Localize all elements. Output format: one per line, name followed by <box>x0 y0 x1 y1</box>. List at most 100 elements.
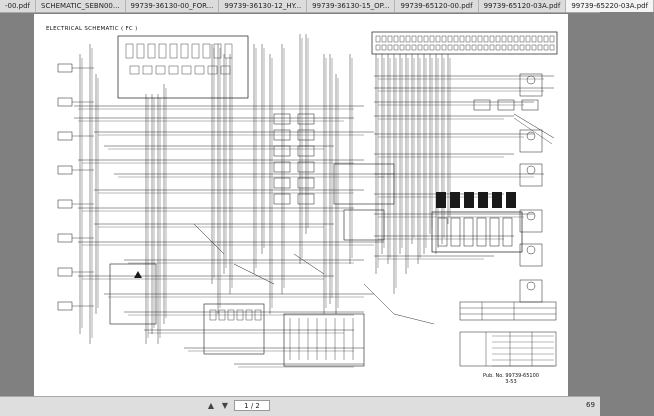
pin <box>405 44 411 51</box>
sensor <box>57 233 73 243</box>
page-ref: 3-53 <box>505 379 517 385</box>
fuse <box>169 43 178 59</box>
pdf-page: ELECTRICAL SCHEMATIC ( FC ) Pub. No. 997… <box>34 14 568 396</box>
pin <box>513 44 519 51</box>
spec-table-2 <box>459 331 557 367</box>
tab-pdf-2[interactable]: 99739-36130-00_FOR... <box>126 0 220 12</box>
harness-box <box>283 313 365 367</box>
relay <box>129 65 140 75</box>
pdf-toolbar: ▲ ▼ 1 / 2 69 <box>0 396 600 416</box>
knob <box>526 211 536 221</box>
relay-module <box>273 113 291 125</box>
relay <box>142 65 153 75</box>
warning-icon <box>134 271 142 278</box>
switch-panel <box>203 303 265 355</box>
pin <box>447 35 453 43</box>
controller-sub <box>343 209 385 241</box>
switch <box>236 309 244 321</box>
schematic-title: ELECTRICAL SCHEMATIC ( FC ) <box>46 26 138 32</box>
fuse <box>125 43 134 59</box>
solenoid <box>463 217 474 247</box>
pin <box>537 44 543 51</box>
fuse <box>224 43 233 59</box>
schematic-line-125 <box>513 117 553 145</box>
pin <box>405 35 411 43</box>
solenoid <box>437 217 448 247</box>
terminal-block <box>492 192 502 208</box>
knob <box>526 165 536 175</box>
pin <box>543 35 549 43</box>
page-indicator[interactable]: 1 / 2 <box>234 400 270 411</box>
knob <box>526 245 536 255</box>
relay-module <box>273 193 291 205</box>
spec-table <box>459 301 557 321</box>
pin <box>381 35 387 43</box>
tab-pdf-5[interactable]: 99739-65120-00.pdf <box>395 0 479 12</box>
pin <box>423 44 429 51</box>
pin <box>483 44 489 51</box>
pin <box>489 35 495 43</box>
tab-bar: -00.pdf SCHEMATIC_SEBN00... 99739-36130-… <box>0 0 654 13</box>
sensor <box>57 301 73 311</box>
pin <box>519 44 525 51</box>
pin <box>417 35 423 43</box>
knob <box>526 281 536 291</box>
pin <box>459 44 465 51</box>
tab-pdf-3[interactable]: 99739-36130-12_HY... <box>219 0 308 12</box>
tab-pdf-4[interactable]: 99739-36130-15_OP... <box>307 0 396 12</box>
solenoid <box>502 217 513 247</box>
knob <box>526 131 536 141</box>
pin <box>531 35 537 43</box>
tab-pdf-7[interactable]: 99739-65220-03A.pdf <box>566 0 654 12</box>
pin <box>387 44 393 51</box>
pub-no: Pub. No. 99739-65100 <box>483 373 539 379</box>
pin <box>477 44 483 51</box>
pin <box>489 44 495 51</box>
pin <box>525 44 531 51</box>
zoom-level[interactable]: 69 <box>586 401 595 409</box>
chevron-down-icon[interactable]: ▼ <box>221 401 229 410</box>
joystick <box>519 279 543 303</box>
schematic-line-159 <box>393 313 435 325</box>
switch <box>254 309 262 321</box>
fuse-box <box>117 35 249 99</box>
publication-number: Pub. No. 99739-65100 3-53 <box>483 373 539 385</box>
connector <box>473 99 491 111</box>
pin <box>435 44 441 51</box>
solenoid <box>476 217 487 247</box>
solenoid <box>450 217 461 247</box>
pin <box>501 44 507 51</box>
relay <box>155 65 166 75</box>
solenoid <box>489 217 500 247</box>
relay-module <box>273 177 291 189</box>
fuse <box>147 43 156 59</box>
joystick <box>519 243 543 267</box>
pin <box>549 44 555 51</box>
pin <box>519 35 525 43</box>
tab-pdf-0[interactable]: -00.pdf <box>0 0 37 12</box>
relay-module <box>297 129 315 141</box>
chevron-up-icon[interactable]: ▲ <box>207 401 215 410</box>
terminal-block <box>506 192 516 208</box>
pin <box>477 35 483 43</box>
connector <box>497 99 515 111</box>
controller <box>333 163 395 205</box>
joystick <box>519 209 543 233</box>
pin <box>453 44 459 51</box>
pin <box>435 35 441 43</box>
tab-pdf-6[interactable]: 99739-65120-03A.pdf <box>479 0 567 12</box>
joystick <box>519 73 543 97</box>
pin <box>399 44 405 51</box>
connector-block <box>109 263 157 325</box>
tab-pdf-1[interactable]: SCHEMATIC_SEBN00... <box>36 0 126 12</box>
sensor <box>57 199 73 209</box>
relay <box>194 65 205 75</box>
pin <box>399 35 405 43</box>
pin <box>525 35 531 43</box>
pin <box>417 44 423 51</box>
terminal-block <box>450 192 460 208</box>
knob <box>526 75 536 85</box>
sensor <box>57 165 73 175</box>
relay-module <box>273 161 291 173</box>
wiring-schematic <box>57 31 558 368</box>
